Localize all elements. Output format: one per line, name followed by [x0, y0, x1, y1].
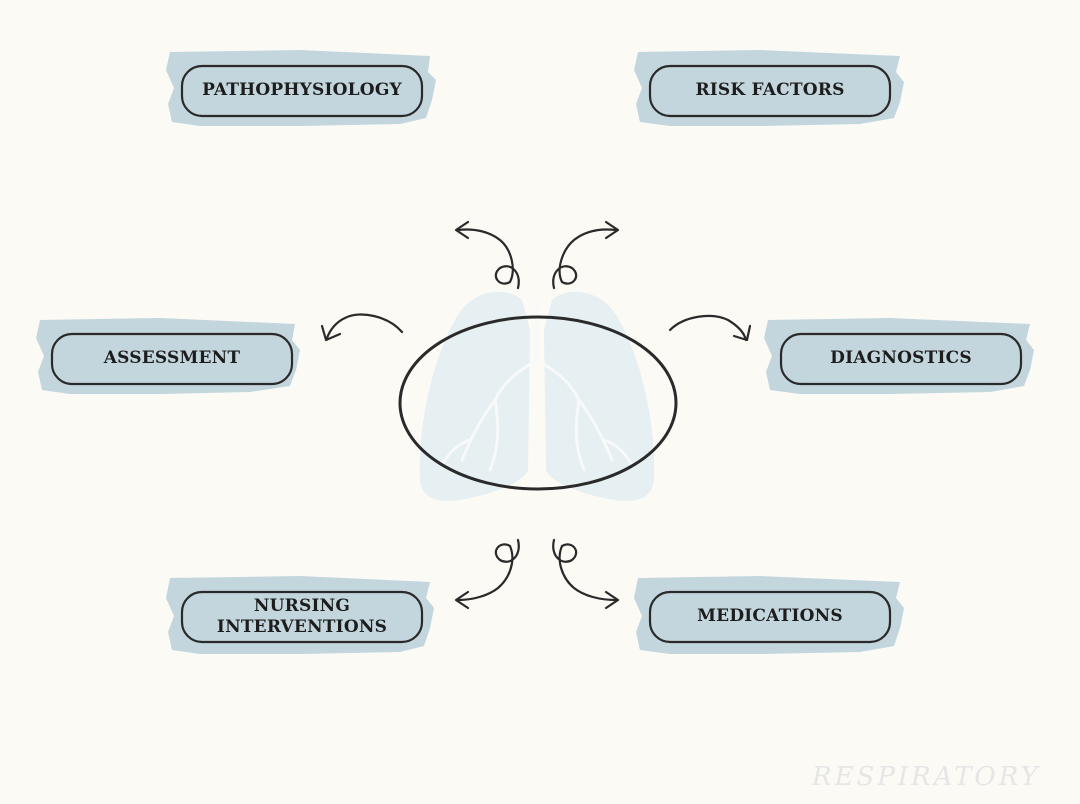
node-pathophysiology[interactable]: PATHOPHYSIOLOGY	[182, 66, 422, 116]
brush-strokes	[36, 50, 1034, 654]
lungs-icon	[419, 291, 655, 501]
node-label-assessment: ASSESSMENT	[103, 348, 241, 369]
node-risk-factors[interactable]: RISK FACTORS	[650, 66, 890, 116]
node-nursing-interventions[interactable]: NURSING INTERVENTIONS	[182, 592, 422, 642]
node-diagnostics[interactable]: DIAGNOSTICS	[781, 334, 1021, 384]
brush-pathophysiology	[166, 50, 436, 126]
curved-arrow-icon	[552, 538, 620, 610]
curved-arrow-icon	[552, 220, 620, 290]
node-label-diagnostics: DIAGNOSTICS	[830, 348, 972, 369]
outline-diagnostics	[779, 332, 1023, 386]
node-label-nursing-line2: INTERVENTIONS	[216, 617, 388, 637]
node-assessment[interactable]: ASSESSMENT	[52, 334, 292, 384]
brush-risk-factors	[634, 50, 904, 126]
curved-arrow-icon	[668, 314, 752, 342]
outline-pathophysiology	[180, 64, 424, 118]
right-lung	[544, 291, 655, 501]
curved-arrow-icon	[454, 220, 520, 290]
curved-arrow-icon	[454, 538, 520, 610]
node-label-risk-factors: RISK FACTORS	[695, 80, 845, 101]
bronchi	[440, 298, 634, 472]
watermark: RESPIRATORY	[812, 762, 1041, 792]
outline-risk-factors	[648, 64, 892, 118]
outline-medications	[648, 590, 892, 644]
brush-medications	[634, 576, 904, 654]
node-label-nursing-interventions: NURSING INTERVENTIONS	[217, 596, 387, 639]
brush-nursing-interventions	[166, 576, 434, 654]
arrows	[320, 220, 752, 610]
brush-diagnostics	[764, 318, 1034, 394]
node-label-pathophysiology: PATHOPHYSIOLOGY	[202, 80, 402, 101]
node-medications[interactable]: MEDICATIONS	[650, 592, 890, 642]
node-label-nursing-line1: NURSING	[253, 595, 351, 616]
curved-arrow-icon	[320, 313, 404, 342]
left-lung	[419, 291, 530, 501]
node-label-medications: MEDICATIONS	[697, 606, 843, 627]
outline-nursing-interventions	[180, 590, 424, 644]
outline-assessment	[50, 332, 294, 386]
center-ellipse	[398, 315, 678, 491]
brush-assessment	[36, 318, 300, 394]
node-outlines	[50, 64, 1023, 644]
